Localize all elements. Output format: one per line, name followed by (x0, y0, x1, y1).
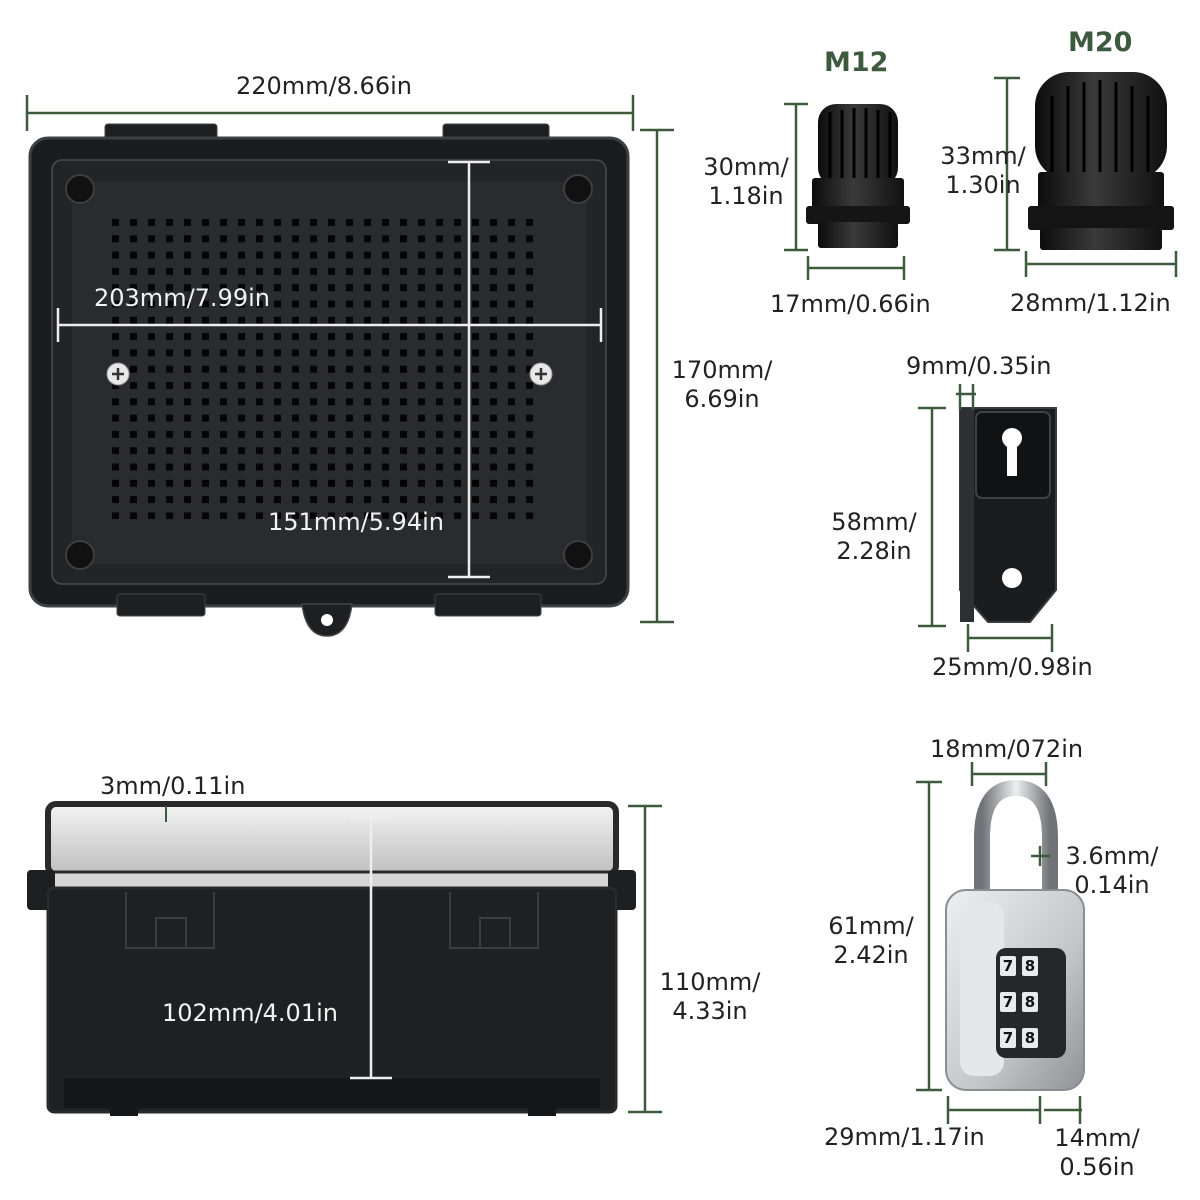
dial-digit[interactable]: 7 (1000, 1028, 1016, 1048)
enclosure-height-label: 170mm/ 6.69in (671, 356, 773, 413)
dial-digit[interactable]: 8 (1022, 992, 1038, 1012)
enclosure-side-dimensions (350, 804, 662, 1114)
padlock-height-label: 61mm/ 2.42in (828, 912, 914, 969)
enclosure-wall-label: 3mm/0.11in (100, 772, 246, 800)
gland-m20-title: M20 (1068, 27, 1133, 58)
bracket-height-label: 58mm/ 2.28in (831, 508, 917, 565)
dial-digit[interactable]: 7 (1000, 992, 1016, 1012)
gland-m12-width-label: 17mm/0.66in (770, 290, 931, 318)
enclosure-inner-width-label: 203mm/7.99in (94, 284, 270, 312)
enclosure-depth-label: 110mm/ 4.33in (659, 968, 761, 1025)
gland-m12-title: M12 (824, 47, 889, 78)
enclosure-inner-depth-label: 102mm/4.01in (162, 999, 338, 1027)
padlock-width-label: 29mm/1.17in (824, 1123, 985, 1151)
cable-gland-m12 (806, 104, 910, 248)
m20-dimensions (994, 76, 1178, 277)
padlock-shackle-diameter-label: 3.6mm/ 0.14in (1065, 842, 1159, 899)
cable-gland-m20 (1028, 72, 1174, 250)
enclosure-width-label: 220mm/8.66in (236, 72, 412, 100)
dial-digit[interactable]: 8 (1022, 1028, 1038, 1048)
gland-m20-width-label: 28mm/1.12in (1010, 289, 1171, 317)
enclosure-inner-height-label: 151mm/5.94in (268, 508, 444, 536)
enclosure-side-view (27, 801, 636, 1116)
padlock-dial: 7 8 7 8 7 8 (1000, 956, 1064, 1048)
enclosure-top-view (28, 123, 630, 637)
padlock-dimensions (916, 762, 1082, 1124)
mounting-bracket (959, 407, 1057, 623)
enclosure-top-dimensions (25, 95, 674, 624)
gland-m20-height-label: 33mm/ 1.30in (940, 142, 1026, 199)
bracket-width-label: 25mm/0.98in (932, 653, 1093, 681)
bracket-dimensions (918, 384, 1054, 652)
gland-m12-height-label: 30mm/ 1.18in (703, 153, 789, 210)
bracket-thickness-label: 9mm/0.35in (906, 352, 1052, 380)
padlock-shackle-label: 18mm/072in (930, 735, 1084, 763)
dial-digit[interactable]: 8 (1022, 956, 1038, 976)
m12-dimensions (784, 102, 906, 280)
padlock-thickness-label: 14mm/ 0.56in (1054, 1124, 1140, 1181)
dial-digit[interactable]: 7 (1000, 956, 1016, 976)
